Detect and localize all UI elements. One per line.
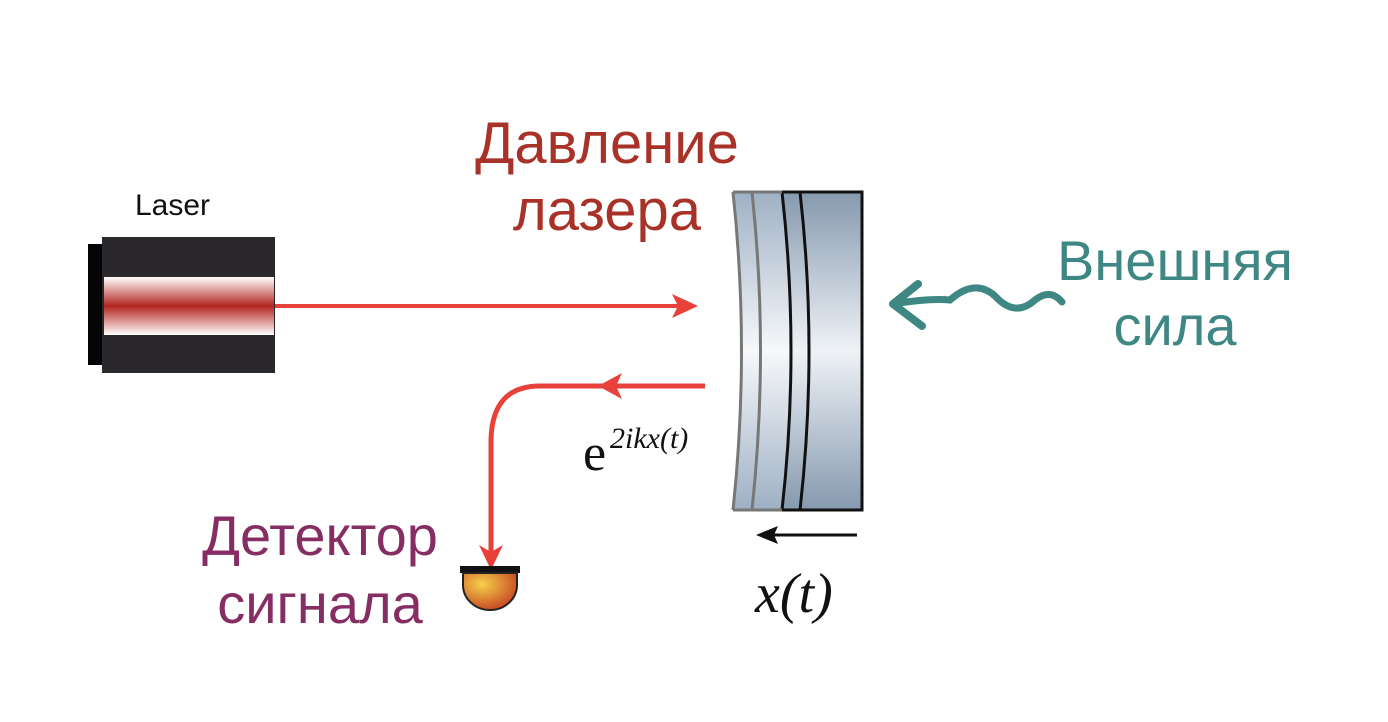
arrow-head-icon [598, 373, 622, 399]
mirror [731, 190, 864, 512]
arrow-head-icon [479, 545, 503, 570]
laser-pressure-label-2: лазера [513, 178, 702, 243]
external-force-arrow [889, 280, 1066, 330]
external-force-label-1: Внешняя [1057, 229, 1293, 292]
external-force-label-2: сила [1113, 294, 1237, 357]
laser-aperture [104, 277, 274, 335]
arrow-head-icon [889, 280, 926, 330]
arrow-head-icon [672, 294, 698, 318]
detector-label-1: Детектор [202, 504, 438, 567]
reflected-beam [479, 373, 705, 570]
incident-beam [275, 294, 698, 318]
laser-label: Laser [135, 189, 210, 222]
displacement-label: x(t) [754, 563, 833, 625]
phase-exponent: 2ikx(t) [610, 422, 688, 455]
displacement-arrow [756, 526, 857, 544]
laser: Laser [88, 189, 275, 373]
detector [460, 566, 520, 611]
laser-pressure-label-1: Давление [475, 111, 739, 176]
phase-base: e [583, 425, 606, 482]
arrow-left-icon [756, 526, 778, 544]
detector-label-2: сигнала [217, 572, 423, 635]
detector-dome-icon [462, 572, 518, 611]
laser-back-plate [88, 244, 104, 365]
